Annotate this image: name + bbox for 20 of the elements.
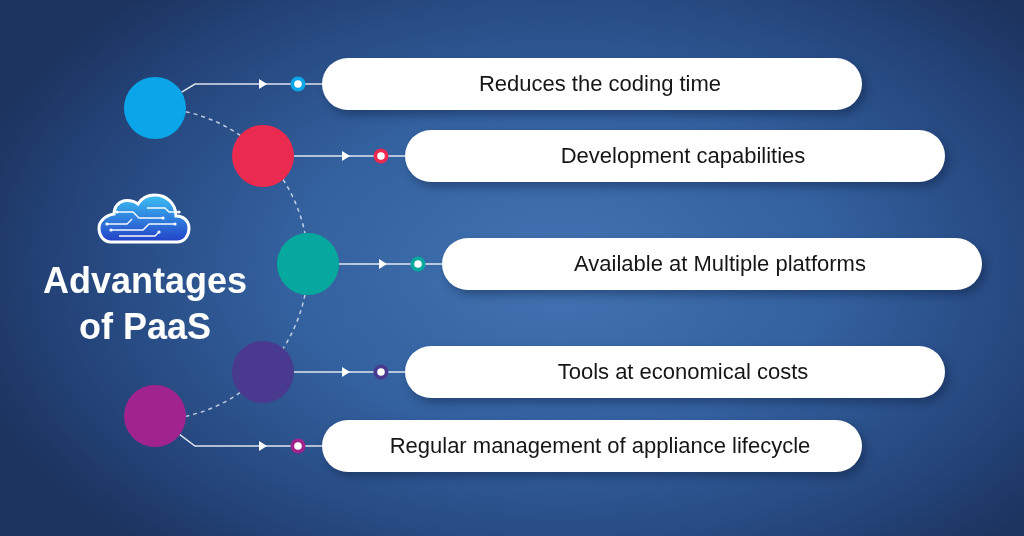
advantage-text: Available at Multiple platforms	[574, 251, 866, 277]
advantage-text: Reduces the coding time	[478, 71, 722, 97]
dashed-line	[282, 294, 306, 350]
title-heading: Advantages of PaaS	[41, 259, 249, 349]
pill-box	[405, 346, 945, 398]
pill-box	[322, 420, 862, 472]
pill-box	[322, 58, 862, 110]
arrow	[293, 151, 406, 161]
advantage-text: Development capabilities	[560, 143, 806, 169]
pill-box	[442, 238, 982, 290]
advantage-text: Regular management of appliance lifecycle	[389, 433, 811, 459]
dashed-line	[282, 178, 306, 234]
advantage-text: Tools at economical costs	[557, 359, 809, 385]
arrow	[338, 259, 443, 269]
arrow	[179, 433, 323, 451]
arrow	[293, 367, 406, 377]
arrow	[180, 79, 323, 93]
dashed-line	[185, 391, 241, 418]
pill-box	[405, 130, 945, 182]
dashed-line	[185, 110, 241, 137]
